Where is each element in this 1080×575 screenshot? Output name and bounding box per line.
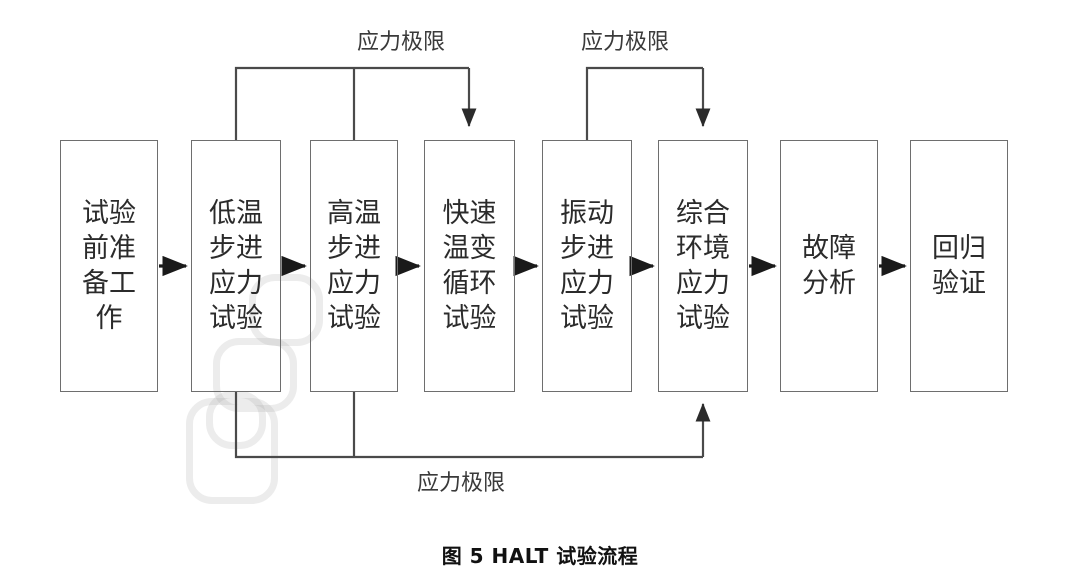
node-combined[interactable]: 综合 环境 应力 试验 [658,140,748,392]
feedback-top-right-path [585,66,703,140]
node-vibration-label: 振动 步进 应力 试验 [560,197,614,335]
node-regression-label: 回归 验证 [932,232,986,299]
node-low-temp-label: 低温 步进 应力 试验 [209,197,263,335]
feedback-top-left-path [234,66,469,140]
node-regression[interactable]: 回归 验证 [910,140,1008,392]
loop-label-stress-limit-top-right: 应力极限 [581,30,670,55]
node-temp-cycle-label: 快速 温变 循环 试验 [442,197,497,335]
loop-label-stress-limit-top-left: 应力极限 [357,30,446,55]
node-vibration[interactable]: 振动 步进 应力 试验 [542,140,632,392]
loop-label-stress-limit-bottom: 应力极限 [417,471,506,496]
node-prep[interactable]: 试验 前准 备工 作 [60,140,158,392]
node-combined-label: 综合 环境 应力 试验 [676,197,730,335]
node-fault-analysis[interactable]: 故障 分析 [780,140,878,392]
figure-caption: 图 5 HALT 试验流程 [441,544,639,568]
feedback-bottom-path [234,392,703,459]
node-temp-cycle[interactable]: 快速 温变 循环 试验 [424,140,515,392]
node-high-temp-label: 高温 步进 应力 试验 [327,197,381,335]
node-fault-analysis-label: 故障 分析 [802,232,856,299]
node-low-temp[interactable]: 低温 步进 应力 试验 [191,140,281,392]
node-prep-label: 试验 前准 备工 作 [82,197,136,335]
node-high-temp[interactable]: 高温 步进 应力 试验 [310,140,398,392]
